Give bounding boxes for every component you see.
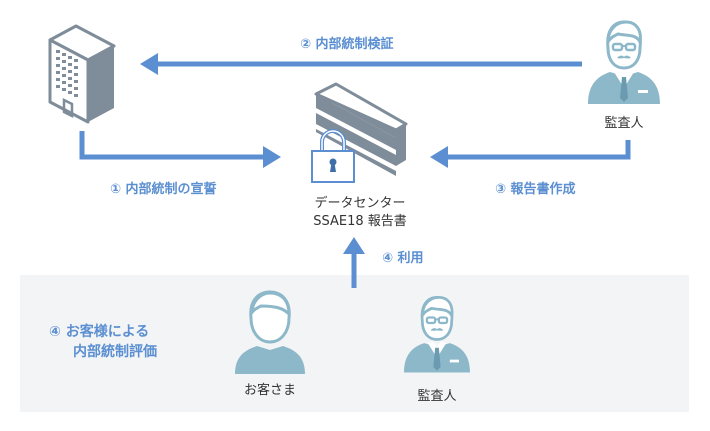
step1-label: ① 内部統制の宣誓 xyxy=(110,182,217,197)
arrow-step3 xyxy=(430,140,631,168)
customer-panel xyxy=(20,275,689,412)
auditor-icon xyxy=(404,295,470,373)
building-icon xyxy=(48,24,116,124)
datacenter-label-line1: データセンター xyxy=(314,196,406,211)
step4-eval-label-line2: 内部統制評価 xyxy=(73,344,157,360)
step3-label: ③ 報告書作成 xyxy=(495,182,576,197)
datacenter-label-line2: SSAE18 報告書 xyxy=(313,214,407,229)
auditor-bottom-label: 監査人 xyxy=(417,389,457,404)
lock-icon xyxy=(311,129,355,183)
arrow-step4 xyxy=(343,237,365,288)
auditor-icon xyxy=(588,20,660,104)
customer-label: お客さま xyxy=(243,383,296,398)
customer-icon xyxy=(235,290,305,374)
arrow-step2 xyxy=(140,53,582,75)
datacenter-lock-icon xyxy=(311,82,408,183)
auditor-top-label: 監査人 xyxy=(604,116,644,131)
step4-use-label: ④ 利用 xyxy=(382,251,424,266)
step2-label: ② 内部統制検証 xyxy=(300,37,394,52)
step4-eval-label-line1: ④ お客様による xyxy=(49,324,150,340)
arrow-step1 xyxy=(79,131,281,168)
